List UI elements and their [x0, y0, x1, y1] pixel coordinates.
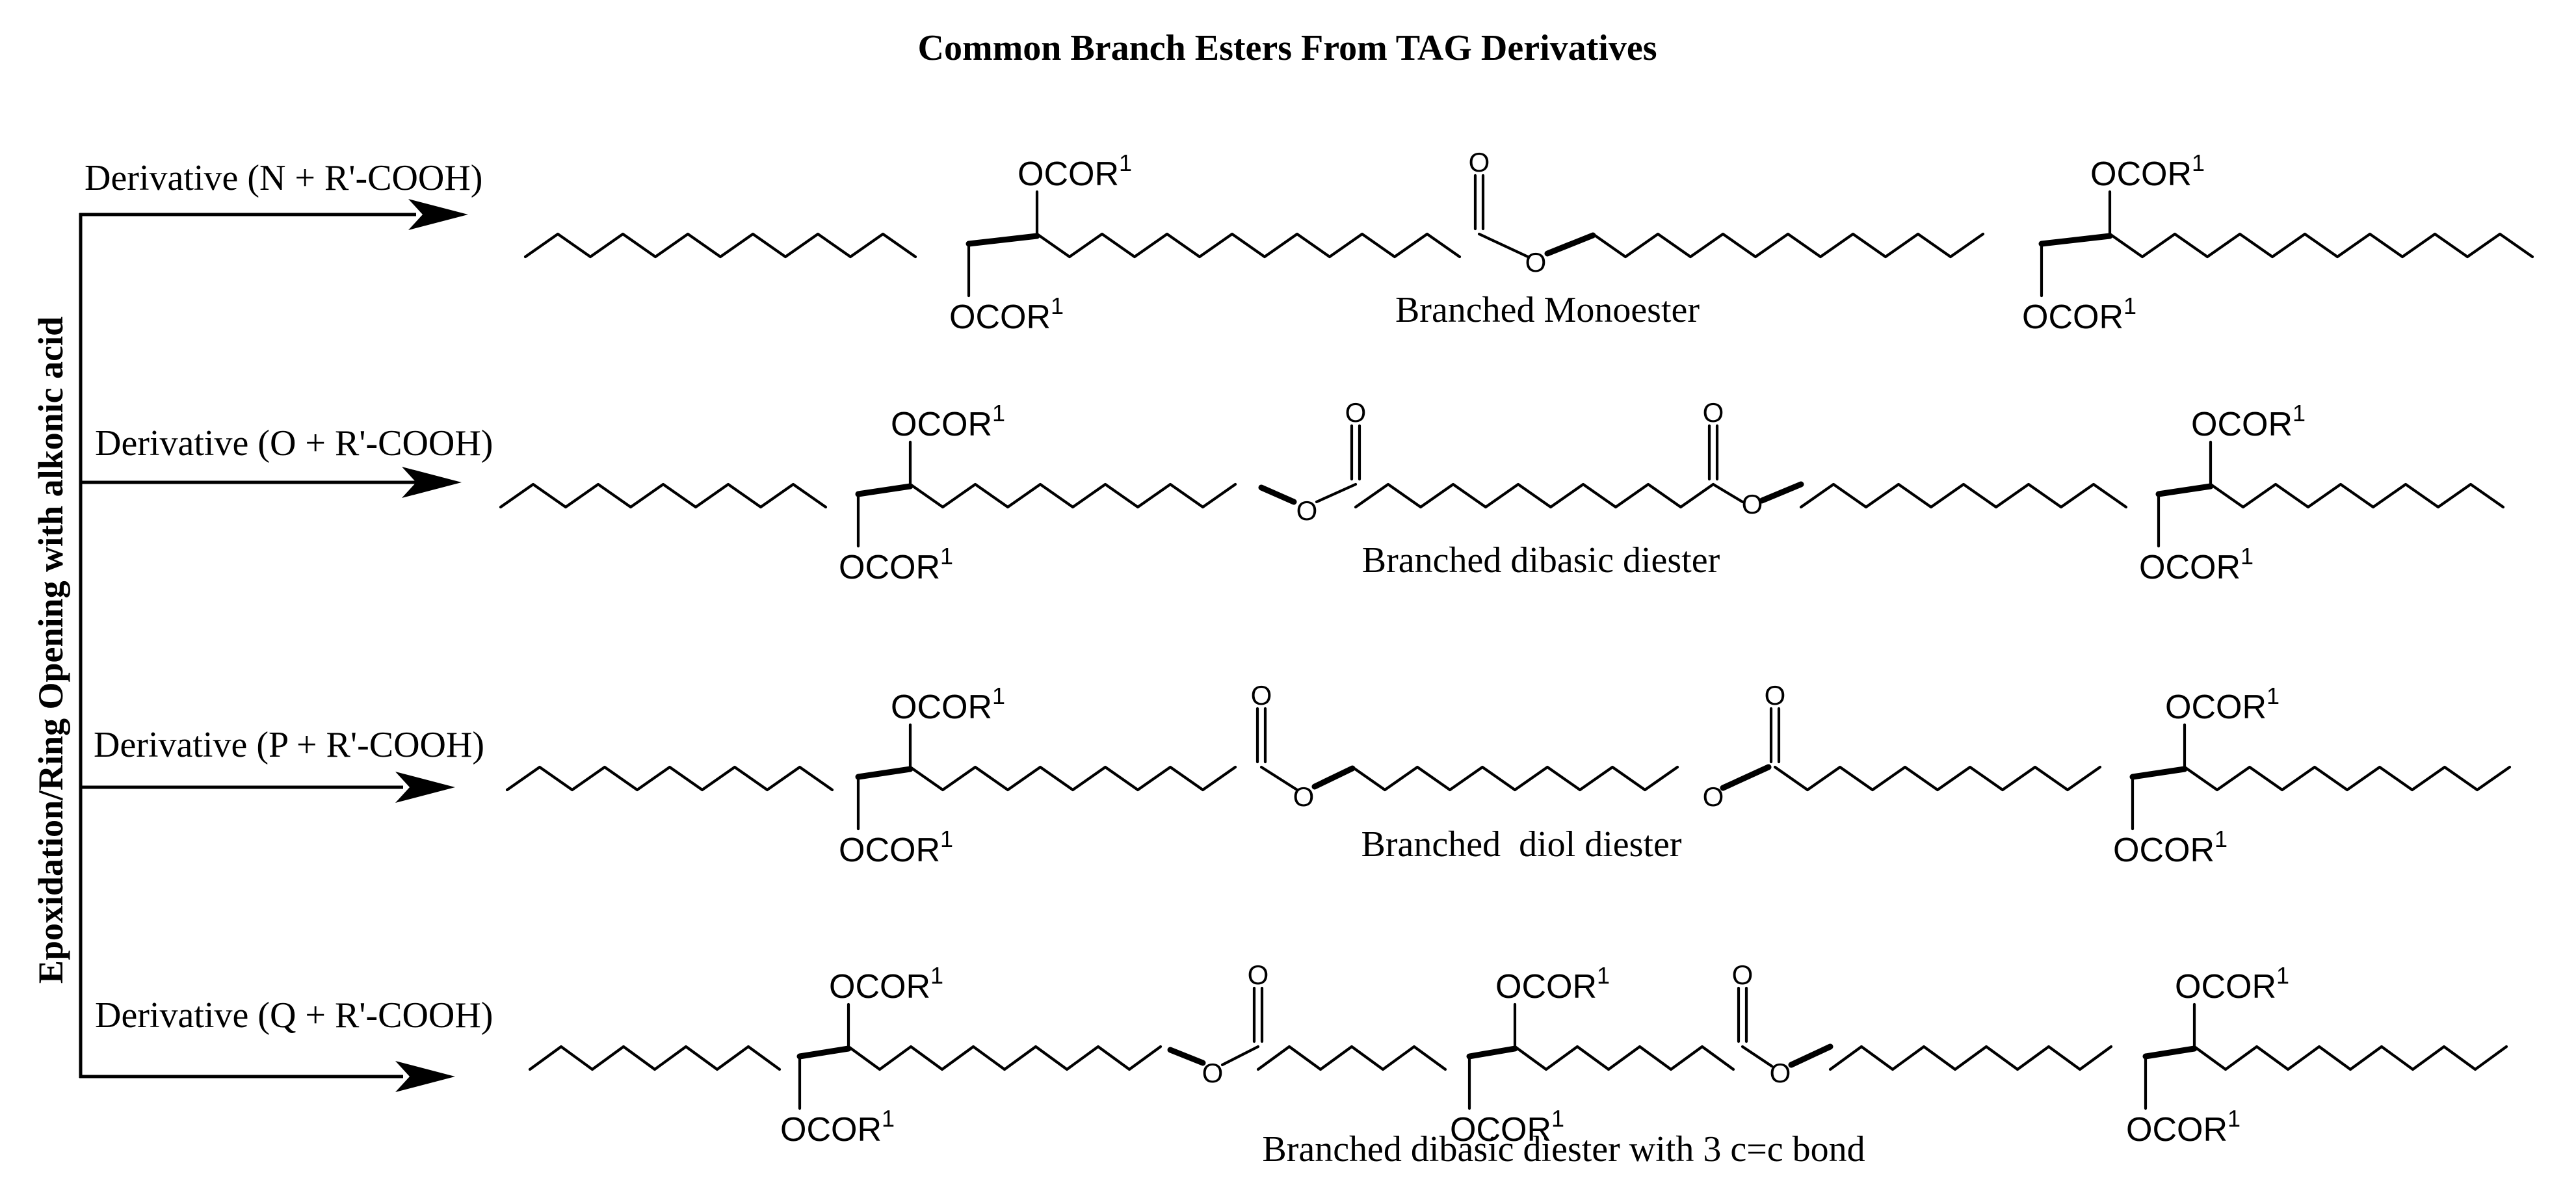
compound-name-1: Branched Monoester	[1395, 290, 1700, 330]
mol3-bold-bond-right	[1720, 764, 1772, 791]
mol4-chain-b	[847, 1045, 1163, 1071]
mol2-ester-oxygen-right: O	[1742, 489, 1763, 519]
undefined-lower-ocor: OCOR1	[2139, 543, 2254, 586]
branch-arrow-3	[79, 772, 455, 803]
derivative-label-1: Derivative (N + R'-COOH)	[85, 158, 482, 198]
undefined-lower-ocor: OCOR1	[2126, 1105, 2241, 1149]
mol3-ester-oxygen-left: O	[1293, 781, 1315, 812]
undefined-lower-ocor: OCOR1	[1450, 1105, 1564, 1149]
undefined-lower-ocor: OCOR1	[2022, 293, 2136, 336]
mol3-right-chain-a	[1806, 765, 2102, 792]
mol3-bold-bond-left	[1311, 765, 1356, 790]
mol3-left-chain	[505, 765, 834, 792]
mol2-left-chain	[499, 482, 828, 509]
branch-arrow-4	[79, 1061, 455, 1092]
mol3-diol-chain	[1350, 765, 1679, 792]
mol3-ester-bond-left	[1259, 765, 1299, 792]
undefined-upper-ocor: OCOR1	[2165, 683, 2280, 726]
undefined-wedge	[2038, 233, 2113, 247]
undefined-wedge	[855, 766, 913, 780]
undefined-upper-ocor: OCOR1	[1495, 962, 1610, 1006]
mol4-carbonyl-right-oxygen: O	[1732, 960, 1754, 990]
mol2-right-chain-a	[1799, 482, 2128, 509]
mol2-right-chain-b	[2209, 482, 2505, 509]
mol1-mid-chain	[1035, 232, 1462, 259]
undefined-upper-ocor: OCOR1	[2090, 150, 2205, 193]
undefined-lower-ocor: OCOR1	[839, 826, 953, 869]
mol4-ester-oxygen-right: O	[1770, 1058, 1791, 1088]
diagram-title: Common Branch Esters From TAG Derivative…	[918, 28, 1657, 68]
derivative-label-2: Derivative (O + R'-COOH)	[95, 423, 493, 464]
undefined-upper-ocor: OCOR1	[2191, 400, 2306, 443]
undefined-upper-ocor: OCOR1	[891, 683, 1005, 726]
mol2-ester-oxygen-left: O	[1296, 495, 1318, 526]
mol4-bold-bond-right	[1788, 1043, 1833, 1068]
undefined-wedge	[855, 483, 913, 497]
mol4-carbonyl-left-oxygen: O	[1248, 960, 1269, 990]
undefined-lower-ocor: OCOR1	[780, 1105, 895, 1149]
undefined-wedge	[1466, 1045, 1518, 1060]
mol3-chain-b	[908, 765, 1237, 792]
mol4-chain-d	[1513, 1045, 1735, 1071]
mol4-ester-bond-left	[1220, 1045, 1260, 1067]
mol2-carbonyl-right-oxygen: O	[1703, 397, 1724, 428]
undefined-upper-ocor: OCOR1	[1018, 150, 1132, 193]
mol4-right-chain-b	[2192, 1045, 2508, 1071]
undefined-wedge	[966, 233, 1040, 247]
mol4-right-chain-a	[1828, 1045, 2113, 1071]
side-label: Epoxidation/Ring Opening with alkonic ac…	[31, 317, 70, 984]
undefined-upper-ocor: OCOR1	[2175, 962, 2289, 1006]
mol4-ester-bond-right	[1741, 1045, 1774, 1068]
undefined-upper-ocor: OCOR1	[829, 962, 943, 1006]
mol2-carbonyl-left-oxygen: O	[1345, 397, 1367, 428]
mol2-chain-b	[908, 482, 1237, 509]
mol3-ester-oxygen-right: O	[1703, 781, 1724, 812]
mol1-right-chain-a	[1591, 232, 1985, 259]
mol3-ester-bond-right	[1773, 765, 1809, 792]
mol1-ester-oxygen: O	[1525, 247, 1547, 278]
undefined-lower-ocor: OCOR1	[839, 543, 953, 586]
undefined-lower-ocor: OCOR1	[2113, 826, 2228, 869]
mol3-carbonyl-left-oxygen: O	[1251, 680, 1272, 711]
undefined-wedge	[2155, 483, 2214, 497]
mol4-bold-bond-left	[1167, 1047, 1206, 1066]
mol2-bold-bond-left	[1258, 484, 1297, 505]
compound-name-3: Branched diol diester	[1361, 824, 1682, 865]
mol1-ester-bond	[1477, 232, 1530, 259]
derivative-label-4: Derivative (Q + R'-COOH)	[95, 995, 493, 1036]
mol2-ester-bond-left	[1315, 482, 1358, 504]
mol1-right-chain-b	[2108, 232, 2534, 259]
undefined-wedge	[2129, 766, 2188, 780]
branch-arrow-2	[79, 467, 462, 498]
mol3-right-chain-b	[2183, 765, 2512, 792]
mol1-carbonyl-oxygen: O	[1469, 147, 1490, 177]
undefined-upper-ocor: OCOR1	[891, 400, 1005, 443]
mol4-chain-c	[1256, 1045, 1447, 1071]
mol2-ester-bond-right	[1711, 482, 1744, 504]
derivative-label-3: Derivative (P + R'-COOH)	[94, 725, 484, 765]
branch-arrow-1	[79, 199, 468, 230]
undefined-lower-ocor: OCOR1	[949, 293, 1064, 336]
mol2-bold-bond-right	[1759, 481, 1804, 504]
compound-name-2: Branched dibasic diester	[1362, 540, 1720, 581]
mol4-ester-oxygen-left: O	[1202, 1058, 1224, 1088]
compound-name-4: Branched dibasic diester with 3 c=c bond	[1262, 1129, 1865, 1169]
mol2-dibasic-chain	[1354, 482, 1715, 509]
mol4-left-chain	[528, 1045, 782, 1071]
mol1-left-chain	[523, 232, 917, 259]
undefined-wedge	[796, 1045, 852, 1060]
mol1-oxygen-bold-bond	[1544, 232, 1596, 257]
mol3-carbonyl-right-oxygen: O	[1765, 680, 1786, 711]
undefined-wedge	[2142, 1045, 2198, 1060]
